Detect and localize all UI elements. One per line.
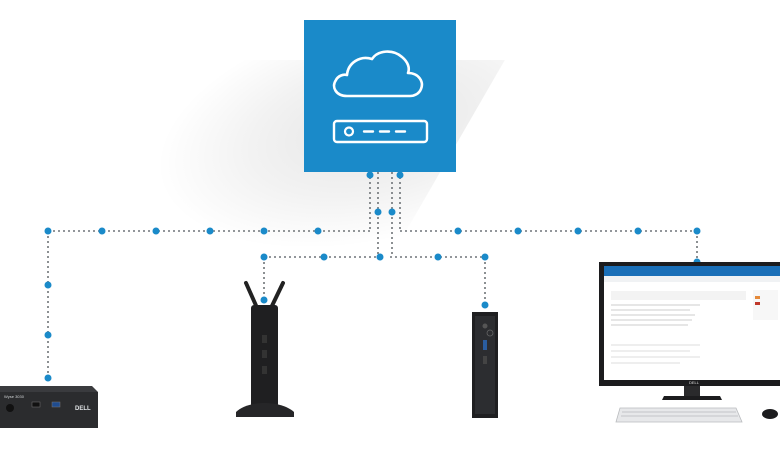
- node: [320, 253, 328, 261]
- desktop-monitor: DELL: [599, 262, 780, 423]
- node: [396, 171, 404, 179]
- node: [514, 227, 522, 235]
- node: [98, 227, 106, 235]
- node: [260, 253, 268, 261]
- node: [454, 227, 462, 235]
- node: [44, 281, 52, 289]
- node: [388, 208, 396, 216]
- node: [260, 227, 268, 235]
- node: [574, 227, 582, 235]
- node: [152, 227, 160, 235]
- node: [374, 208, 382, 216]
- thin-client-model-label: Wyse 3030: [4, 394, 25, 399]
- node: [693, 227, 701, 235]
- monitor-brand: DELL: [689, 380, 700, 385]
- node: [376, 253, 384, 261]
- node: [634, 227, 642, 235]
- node: [481, 253, 489, 261]
- node: [314, 227, 322, 235]
- node: [366, 171, 374, 179]
- thin-client-tower: [236, 281, 294, 417]
- node: [206, 227, 214, 235]
- thin-client-left-brand: DELL: [75, 406, 91, 412]
- node: [44, 331, 52, 339]
- thin-client-left: Wyse 3030 DELL: [0, 386, 98, 428]
- node: [434, 253, 442, 261]
- connection-nodes: [44, 171, 701, 382]
- cloud-server-box: [304, 20, 456, 172]
- cloud-icon: [332, 50, 424, 98]
- node: [481, 301, 489, 309]
- node: [44, 374, 52, 382]
- micro-pc: [472, 312, 498, 418]
- node: [260, 296, 268, 304]
- server-rack-icon: [332, 119, 429, 144]
- node: [44, 227, 52, 235]
- mouse: [762, 409, 778, 419]
